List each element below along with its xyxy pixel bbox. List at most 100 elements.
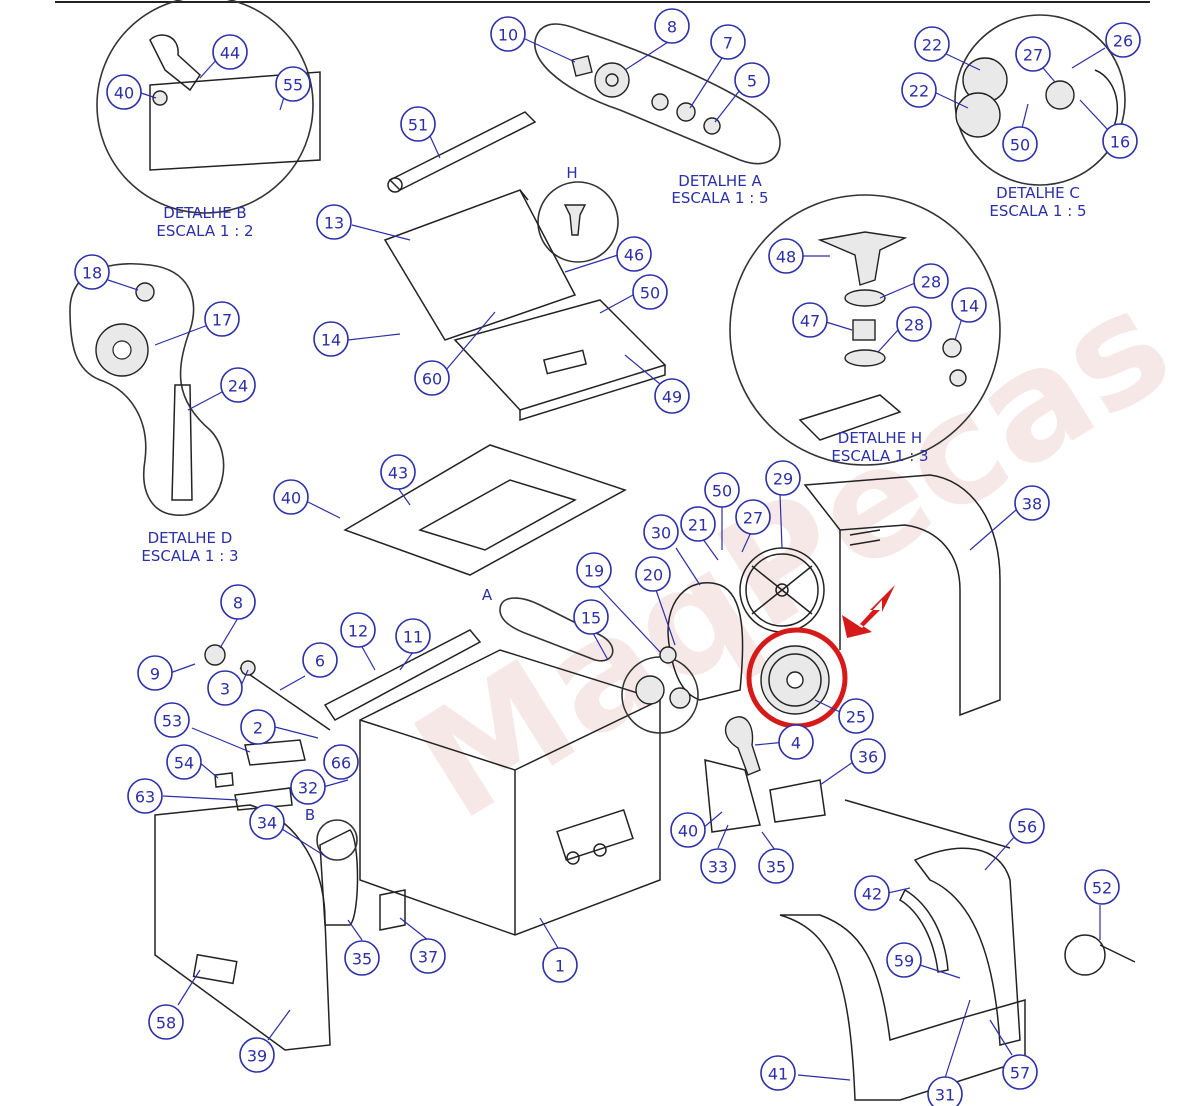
callout-balloon (290, 769, 326, 805)
callout-balloon (1002, 1054, 1038, 1090)
callout-number: 22 (909, 82, 929, 101)
callout-35: 35 (344, 940, 380, 976)
detail-h-bubble (729, 194, 1001, 466)
brackets-left (214, 739, 306, 811)
view-marker-a: A (482, 586, 493, 604)
callout-number: 14 (321, 331, 341, 350)
callout-number: 44 (220, 44, 240, 63)
callout-20: 20 (635, 556, 671, 592)
detail-d-bubble (69, 263, 225, 516)
callout-7: 7 (710, 24, 746, 60)
bracket-37 (379, 889, 406, 931)
callout-50: 50 (704, 472, 740, 508)
callout-46: 46 (616, 236, 652, 272)
callout-number: 8 (233, 594, 243, 613)
callout-number: 14 (959, 297, 979, 316)
callout-number: 49 (662, 388, 682, 407)
callout-29: 29 (765, 460, 801, 496)
callout-balloon (778, 724, 814, 760)
callout-balloon (137, 655, 173, 691)
callout-24: 24 (220, 367, 256, 403)
detail-b-bubble (96, 0, 321, 214)
callout-balloon (166, 744, 202, 780)
callout-number: 30 (651, 524, 671, 543)
callout-balloon (273, 479, 309, 515)
callout-number: 38 (1022, 495, 1042, 514)
callout-balloon (340, 612, 376, 648)
callout-balloon (670, 812, 706, 848)
callout-8: 8 (220, 584, 256, 620)
callout-number: 5 (747, 72, 757, 91)
callout-11: 11 (395, 618, 431, 654)
callout-number: 8 (667, 18, 677, 37)
callout-number: 56 (1017, 818, 1037, 837)
callout-number: 50 (712, 482, 732, 501)
callout-number: 34 (257, 814, 277, 833)
callout-number: 9 (150, 665, 160, 684)
callout-balloon (854, 875, 890, 911)
callout-57: 57 (1002, 1054, 1038, 1090)
callout-balloon (400, 106, 436, 142)
highlight-arrow (842, 585, 895, 638)
callout-number: 11 (403, 628, 423, 647)
callout-27: 27 (1015, 36, 1051, 72)
callout-balloon (302, 642, 338, 678)
callout-number: 53 (162, 712, 182, 731)
callout-28: 28 (896, 306, 932, 342)
callout-47: 47 (792, 302, 828, 338)
callout-number: 25 (846, 708, 866, 727)
callout-66: 66 (323, 744, 359, 780)
callout-number: 57 (1010, 1064, 1030, 1083)
callout-number: 15 (581, 609, 601, 628)
callout-number: 4 (791, 734, 801, 753)
callout-balloon (316, 204, 352, 240)
callout-balloon (414, 360, 450, 396)
callout-37: 37 (410, 938, 446, 974)
callout-number: 59 (894, 952, 914, 971)
callout-number: 6 (315, 652, 325, 671)
callout-number: 31 (935, 1086, 955, 1105)
callout-number: 50 (1010, 136, 1030, 155)
callout-balloon (249, 804, 285, 840)
callout-number: 46 (624, 246, 644, 265)
callout-52: 52 (1084, 869, 1120, 905)
callout-54: 54 (166, 744, 202, 780)
callout-59: 59 (886, 942, 922, 978)
side-housing-38 (803, 474, 1001, 717)
callout-balloon (1015, 36, 1051, 72)
callout-34: 34 (249, 804, 285, 840)
callout-14: 14 (951, 287, 987, 323)
callout-balloon (344, 940, 380, 976)
callout-53: 53 (154, 702, 190, 738)
callout-number: 66 (331, 754, 351, 773)
callout-balloon (616, 236, 652, 272)
callout-balloon (850, 738, 886, 774)
callout-number: 50 (640, 284, 660, 303)
callout-balloon (395, 618, 431, 654)
callout-balloon (239, 1037, 275, 1073)
chute-13 (383, 189, 577, 341)
callout-balloon (220, 367, 256, 403)
callout-number: 13 (324, 214, 344, 233)
detail-a-bubble (534, 23, 781, 165)
callout-18: 18 (74, 254, 110, 290)
callout-30: 30 (643, 514, 679, 550)
callout-balloon (380, 454, 416, 490)
detail-c-scale: ESCALA 1 : 5 (989, 202, 1086, 220)
detail-h-title: DETALHE H (838, 429, 922, 447)
callout-balloon (490, 16, 526, 52)
view-marker-b: B (305, 806, 315, 824)
callout-number: 26 (1113, 32, 1133, 51)
tensioner-4 (724, 716, 761, 776)
callout-40: 40 (106, 74, 142, 110)
cover-43 (343, 444, 627, 576)
tray-49 (453, 299, 667, 422)
callout-5: 5 (734, 62, 770, 98)
callout-balloon (204, 301, 240, 337)
callout-balloon (240, 709, 276, 745)
callout-number: 20 (643, 566, 663, 585)
callout-number: 43 (388, 464, 408, 483)
callout-44: 44 (212, 34, 248, 70)
gear-25 (760, 645, 830, 715)
